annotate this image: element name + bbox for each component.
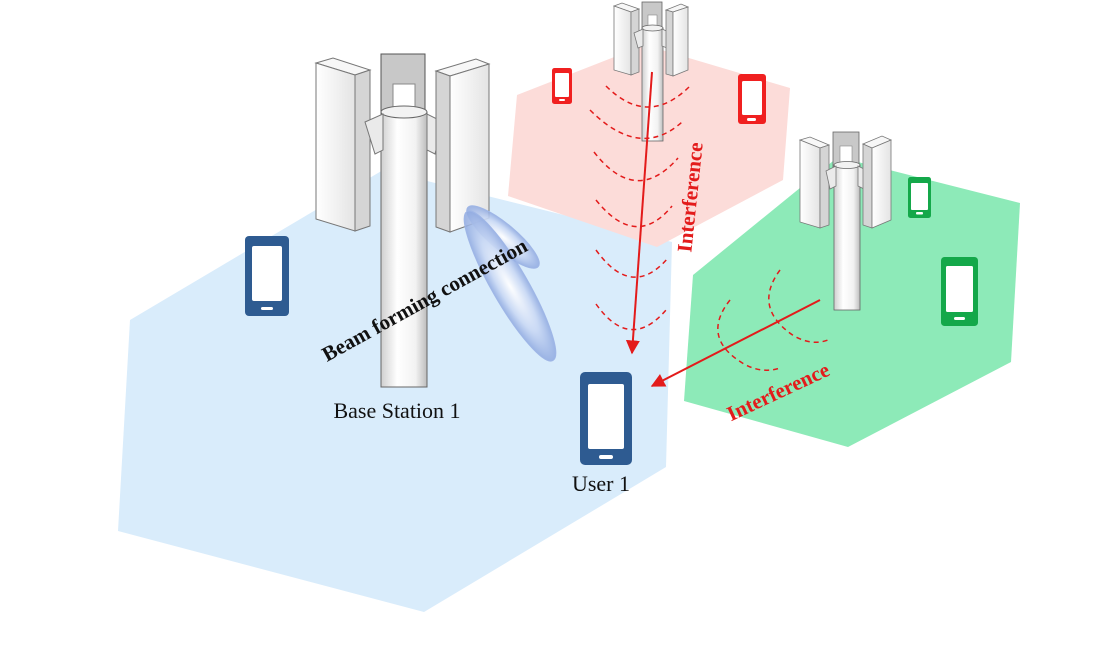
red-interference-waves (589, 85, 691, 331)
user-label: User 1 (572, 471, 630, 496)
smartphone-icon (941, 257, 978, 326)
green-interference-waves (717, 269, 829, 371)
cell-tower-icon (798, 131, 893, 311)
interference-arrow-green (650, 299, 821, 387)
smartphone-icon (580, 372, 632, 465)
smartphone-icon (908, 177, 931, 218)
cell-tower-icon (314, 53, 491, 388)
base-station-label: Base Station 1 (333, 398, 460, 423)
smartphone-icon (245, 236, 289, 316)
red-cell (508, 45, 790, 247)
interference-arrow-red (625, 71, 653, 355)
smartphone-icon (738, 74, 766, 124)
beam-lobes (463, 205, 557, 362)
cell-tower-icon (612, 1, 690, 142)
smartphone-icon (552, 68, 572, 104)
